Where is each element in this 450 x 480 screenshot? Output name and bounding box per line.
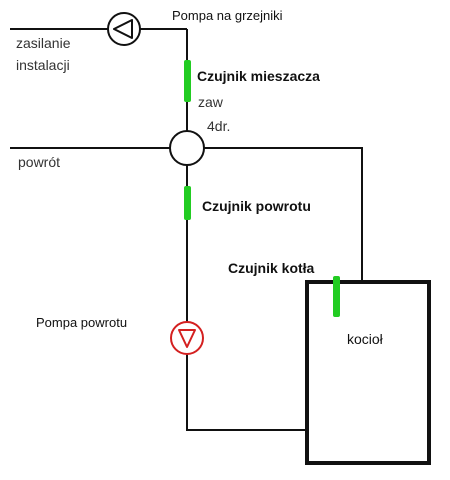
return-sensor-marker [184,186,191,220]
supply-label-line2: instalacji [16,57,70,73]
pump-radiators-icon [107,12,141,46]
valve-label-line1: zaw [198,94,224,110]
boiler-sensor-marker [333,276,340,317]
boiler-box [305,280,431,465]
mixing-sensor-marker [184,60,191,102]
valve-label-line2: 4dr. [207,118,230,134]
four-way-valve-icon [169,130,205,166]
mixing-sensor-label: Czujnik mieszacza [197,68,320,84]
return-label: powrót [18,154,60,170]
return-pump-label: Pompa powrotu [36,315,127,330]
supply-label-line1: zasilanie [16,35,71,51]
boiler-supply-pipe [204,147,363,282]
boiler-sensor-label: Czujnik kotła [228,260,315,276]
boiler-label: kocioł [347,331,384,347]
pump-radiators-label: Pompa na grzejniki [172,8,283,23]
return-pump-to-boiler-pipe [186,354,307,431]
return-sensor-label: Czujnik powrotu [202,198,311,214]
return-pump-icon [170,321,204,355]
